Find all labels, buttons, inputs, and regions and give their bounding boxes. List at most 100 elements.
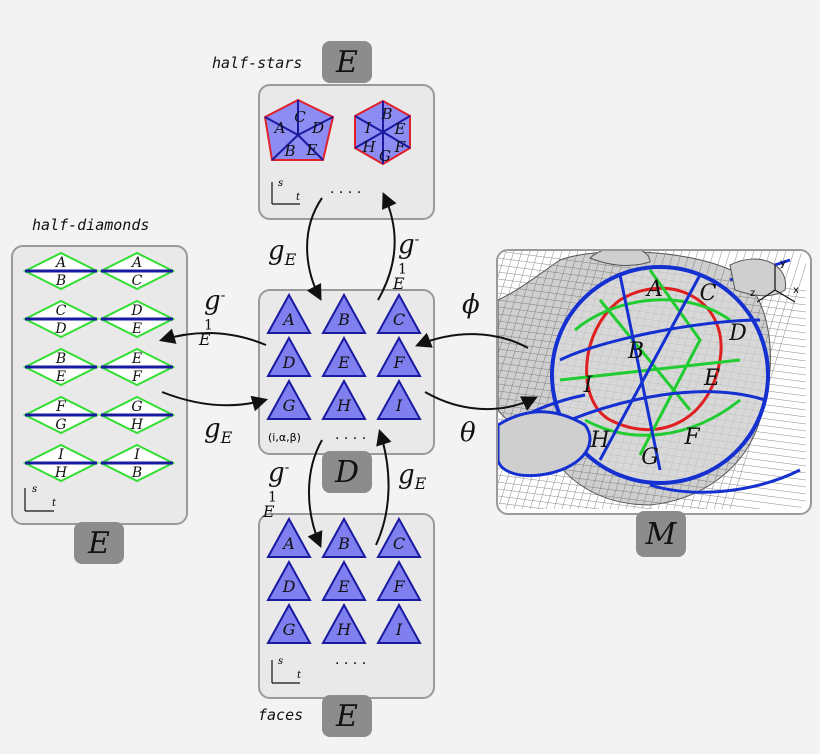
half-diamonds-axis-t: t (52, 498, 57, 509)
faces-axis-t: t (297, 670, 302, 681)
half-diamonds-axes (24, 488, 54, 512)
d-triangle (321, 335, 367, 377)
d-triangle-label: C (393, 310, 405, 329)
mesh-axes (756, 265, 796, 303)
mesh-tab: M (636, 511, 686, 557)
half-diamond-top-label: B (55, 351, 66, 367)
half-diamond-top-label: I (133, 447, 140, 463)
d-triangle (266, 378, 312, 420)
d-triangle-label: I (395, 396, 403, 415)
mesh-wire (498, 517, 806, 557)
pentagon-star-label: E (306, 141, 318, 159)
face-triangle (266, 516, 312, 558)
d-index-label: (i,α,β) (268, 431, 301, 444)
mesh-wire (498, 524, 806, 564)
face-triangle-label: B (337, 534, 350, 553)
mesh-axis-x: x (793, 285, 799, 296)
mesh-wire (498, 251, 539, 509)
mesh-region-label: E (703, 366, 720, 391)
half-stars-axes (271, 182, 300, 205)
half-diamond-bottom-label: G (55, 417, 66, 433)
half-diamond-bottom-label: E (55, 369, 66, 385)
mesh-wire (498, 251, 523, 509)
mesh-wire (498, 510, 806, 550)
face-triangle (376, 602, 422, 644)
half-stars-caption: half-stars (212, 54, 303, 72)
label-gE-inv-left: g-1E (198, 286, 226, 350)
pentagon-star-label: B (283, 142, 295, 160)
label-phi: ϕ (462, 290, 480, 320)
d-triangle-label: H (336, 396, 352, 415)
mesh-region-label: B (627, 339, 644, 364)
d-triangle (376, 335, 422, 377)
faces-axis-s: s (278, 656, 283, 667)
d-triangle-label: F (392, 353, 405, 372)
d-triangle (321, 292, 367, 334)
d-tab: D (322, 451, 372, 493)
face-triangle-label: E (337, 577, 350, 596)
d-triangle-label: D (282, 353, 296, 372)
half-diamond-top-label: G (131, 399, 142, 415)
face-triangle (376, 516, 422, 558)
half-diamond-bottom-label: C (132, 273, 143, 289)
label-gE-bottom-right: gE (398, 460, 427, 494)
mesh-axis-z: z (750, 288, 755, 299)
half-stars-tab: E (322, 41, 372, 83)
d-triangle (376, 292, 422, 334)
label-gE-left: gE (204, 414, 233, 448)
half-diamond-top-label: F (55, 399, 67, 415)
d-triangle-label: G (283, 396, 296, 415)
mapping-arrows (158, 192, 538, 548)
half-stars-axis-s: s (278, 178, 283, 189)
faces-caption: faces (258, 706, 304, 724)
label-theta: θ (460, 418, 476, 448)
mesh-wire (498, 481, 806, 509)
mesh-wire (498, 495, 806, 509)
mesh-region-label: H (589, 428, 610, 453)
d-triangle (266, 292, 312, 334)
face-triangle-label: G (283, 620, 296, 639)
d-triangle (321, 378, 367, 420)
hexagon-star-label: F (394, 138, 406, 156)
mesh-wire (498, 488, 806, 509)
half-diamond-bottom-label: B (55, 273, 66, 289)
half-diamond-top-label: I (57, 447, 64, 463)
pentagon-star-label: C (294, 108, 306, 126)
faces-tab: E (322, 695, 372, 737)
mesh-wire (498, 251, 499, 509)
face-triangle (321, 516, 367, 558)
half-diamond-top-label: A (130, 255, 142, 271)
face-triangle-label: I (395, 620, 403, 639)
half-diamond-bottom-label: B (131, 465, 142, 481)
face-triangle (266, 602, 312, 644)
mesh-wire (498, 474, 806, 509)
face-triangle-label: C (393, 534, 405, 553)
d-triangle-label: B (337, 310, 350, 329)
half-diamond-bottom-label: H (54, 465, 68, 481)
d-triangle-label: E (337, 353, 350, 372)
faces-axes (271, 660, 300, 684)
hexagon-star-label: B (380, 105, 392, 123)
hexagon-star-label: E (394, 120, 406, 138)
mesh-axis-y: y (780, 258, 786, 269)
face-triangle-label: H (336, 620, 352, 639)
half-stars-ellipsis: . . . . (330, 181, 361, 197)
hexagon-star (354, 99, 411, 166)
half-diamond-top-label: C (56, 303, 67, 319)
mesh-wire (498, 251, 515, 509)
half-diamond-top-label: A (54, 255, 66, 271)
face-triangle-label: F (392, 577, 405, 596)
mesh-region-label: I (583, 373, 594, 398)
d-ellipsis: . . . . (335, 427, 366, 443)
mesh-wire (729, 251, 806, 509)
hexagon-star-label: G (379, 147, 391, 165)
mesh-region-label: C (700, 281, 717, 306)
face-triangle (321, 559, 367, 601)
mesh-region-label: G (641, 445, 659, 470)
mesh-wire (498, 251, 555, 509)
half-diamond-top-label: D (130, 303, 142, 319)
half-diamonds-tab: E (74, 522, 124, 564)
faces-ellipsis: . . . . (335, 652, 366, 668)
